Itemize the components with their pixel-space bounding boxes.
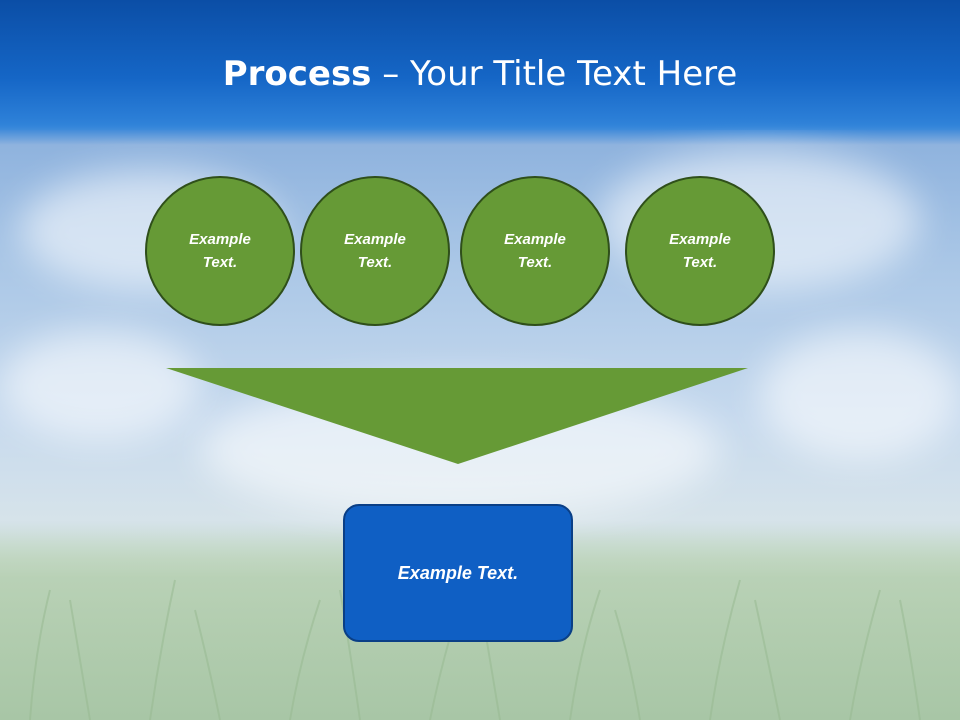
circle-label-line1: Example bbox=[669, 231, 731, 248]
circle-label-line1: Example bbox=[504, 231, 566, 248]
background-cloud bbox=[760, 330, 960, 460]
result-box: Example Text. bbox=[343, 504, 573, 642]
title-bar bbox=[0, 0, 960, 130]
slide-title: Process – Your Title Text Here bbox=[0, 52, 960, 96]
circle-label-line2: Text. bbox=[517, 254, 553, 271]
circle-label-line2: Text. bbox=[357, 254, 393, 271]
circle-label-line2: Text. bbox=[202, 254, 238, 271]
result-label: Example Text. bbox=[397, 562, 519, 583]
background-cloud bbox=[0, 330, 200, 440]
circle-label-line1: Example bbox=[189, 231, 251, 248]
circle-label-line1: Example bbox=[344, 231, 406, 248]
funnel-triangle bbox=[166, 368, 748, 464]
circle-label-line2: Text. bbox=[682, 254, 718, 271]
title-bold-part: Process bbox=[222, 54, 372, 94]
title-rest-part: – Your Title Text Here bbox=[371, 54, 738, 94]
